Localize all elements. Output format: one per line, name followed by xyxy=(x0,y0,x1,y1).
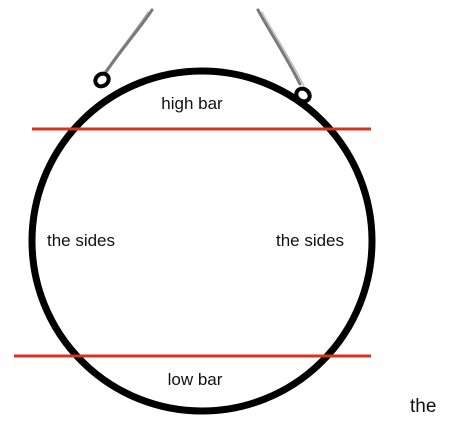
left-rope-strand xyxy=(102,11,149,75)
low-bar-label: low bar xyxy=(168,370,223,389)
right-sides-label: the sides xyxy=(276,231,344,250)
right-rope xyxy=(256,8,302,86)
right-rope-strand xyxy=(261,11,305,87)
left-rope xyxy=(104,8,154,74)
left-rigging-point xyxy=(93,71,111,89)
trailing-text: the xyxy=(410,396,437,417)
rigging-ropes xyxy=(102,8,305,87)
high-bar-label: high bar xyxy=(161,94,223,113)
hoop-ring xyxy=(28,67,376,415)
left-sides-label: the sides xyxy=(47,231,115,250)
